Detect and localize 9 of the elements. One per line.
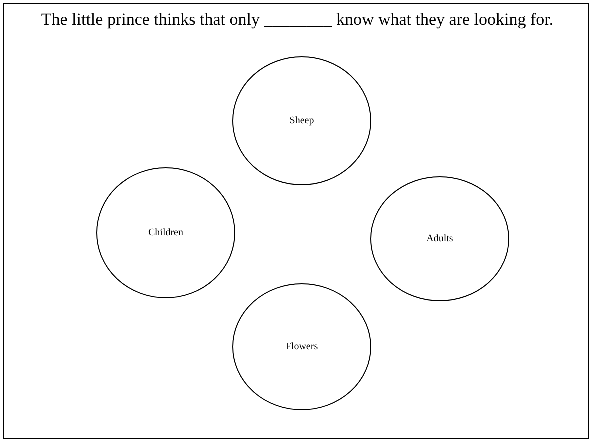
option-label: Children [148,228,184,238]
answer-circle [370,176,510,302]
option-label: Flowers [284,342,320,352]
answer-circle [232,283,372,411]
answer-circle [96,167,236,299]
question-text: The little prince thinks that only ________ know what they are looking for. [40,10,555,30]
option-label: Adults [426,234,454,244]
option-label: Sheep [288,116,316,126]
answer-circle [232,56,372,186]
